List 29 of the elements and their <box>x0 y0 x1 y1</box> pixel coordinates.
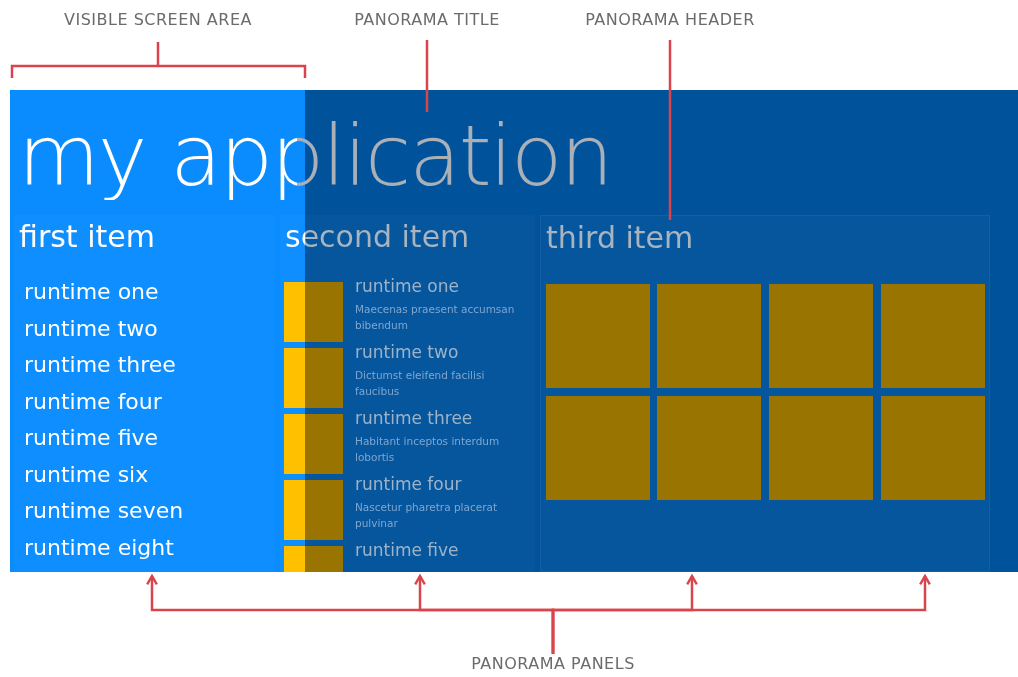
list-item-text: runtime two <box>24 315 158 341</box>
panorama-panel <box>14 215 274 572</box>
leader-line <box>668 40 672 220</box>
panel-header: third item <box>546 220 726 260</box>
item-title: runtime three <box>355 408 473 428</box>
item-description: Maecenas praesent accumsan bibendum <box>355 302 516 333</box>
list-item-text: runtime eight <box>24 534 174 560</box>
panel-header: first item <box>19 219 155 254</box>
item-title: runtime two <box>355 342 459 362</box>
annotation-label: VISIBLE SCREEN AREA <box>63 10 253 31</box>
arrow <box>551 574 931 654</box>
item-title: runtime one <box>355 276 459 296</box>
item-title: runtime five <box>355 540 459 560</box>
leader-line <box>425 40 429 112</box>
annotation-label: PANORAMA TITLE <box>337 10 517 36</box>
list-item-text: runtime five <box>24 425 159 450</box>
item-description: Dictumst eleifend facilisi faucibus <box>355 368 486 399</box>
panorama-panel <box>540 215 990 572</box>
item-description: Habitant inceptos interdum lobortis <box>355 434 501 465</box>
annotation-label: PANORAMA PANELS <box>443 654 663 677</box>
item-title: runtime four <box>355 474 462 494</box>
annotation-label: PANORAMA HEADER <box>565 10 775 36</box>
item-description: Nascetur pharetra placerat pulvinar <box>355 500 499 531</box>
list-item-text: runtime three <box>24 352 176 377</box>
list-item-text: runtime one <box>24 279 159 304</box>
list-item-text: runtime six <box>24 461 149 487</box>
panorama-panel <box>280 215 535 572</box>
list-item-text: runtime four <box>24 388 162 414</box>
list-item-text: runtime seven <box>24 498 184 523</box>
